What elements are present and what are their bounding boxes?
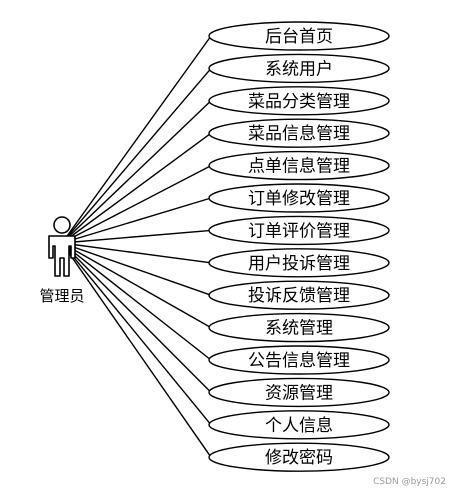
use-case-label: 菜品分类管理 [248,92,350,112]
association-line [61,242,212,458]
association-line [61,242,212,329]
use-case: 投诉反馈管理 [208,280,390,310]
use-case-label: 菜品信息管理 [248,124,350,144]
use-case-ellipse [208,312,390,343]
use-case-ellipse [208,345,390,375]
association-line [61,242,212,393]
association-line [61,229,212,244]
use-case: 个人信息 [208,410,390,440]
association-line [61,242,212,296]
use-case-label: 系统管理 [265,319,333,339]
use-case-ellipse [208,442,390,472]
use-case-label: 点单信息管理 [248,157,350,177]
use-case: 后台首页 [208,21,390,51]
use-case-label: 个人信息 [265,416,333,436]
association-line [61,132,212,244]
use-case-label: 修改密码 [265,448,333,468]
use-case-ellipse [208,377,390,408]
association-line [61,67,212,244]
use-case-label: 投诉反馈管理 [248,286,350,306]
use-case-list: 后台首页系统用户菜品分类管理菜品信息管理点单信息管理订单修改管理订单评价管理用户… [208,21,390,472]
person-icon [48,216,76,277]
use-case-ellipse [208,118,390,148]
use-case: 菜品分类管理 [208,86,390,116]
use-case: 用户投诉管理 [208,248,390,278]
use-case: 公告信息管理 [208,345,390,375]
actor-label: 管理员 [39,287,84,305]
use-case: 订单评价管理 [208,215,390,246]
association-line [61,242,212,361]
use-case-ellipse [208,21,390,51]
use-case-ellipse [208,410,390,440]
use-case: 系统用户 [208,53,390,84]
use-case-label: 用户投诉管理 [248,254,350,274]
association-line [61,242,212,426]
use-case: 资源管理 [208,377,390,408]
association-line [61,242,212,264]
association-line [61,100,212,244]
association-line [61,164,212,244]
use-case: 系统管理 [208,312,390,343]
use-case-ellipse [208,150,390,181]
association-line [61,197,212,244]
use-case-label: 订单评价管理 [248,221,350,241]
use-case-label: 后台首页 [265,27,333,47]
use-case: 订单修改管理 [208,183,390,213]
use-case: 菜品信息管理 [208,118,390,148]
use-case-ellipse [208,215,390,246]
use-case-ellipse [208,53,390,84]
watermark: CSDN @bysj702 [373,477,446,487]
use-case-ellipse [208,280,390,310]
use-case-label: 资源管理 [265,383,333,403]
use-case-ellipse [208,86,390,116]
use-case-ellipse [208,183,390,213]
use-case-label: 系统用户 [265,59,333,79]
use-case-label: 公告信息管理 [248,351,350,371]
association-lines [61,35,212,458]
use-case-ellipse [208,248,390,278]
use-case: 修改密码 [208,442,390,472]
use-case-label: 订单修改管理 [248,189,350,209]
association-line [61,35,212,244]
use-case: 点单信息管理 [208,150,390,181]
actor-administrator: 管理员 [39,216,85,305]
